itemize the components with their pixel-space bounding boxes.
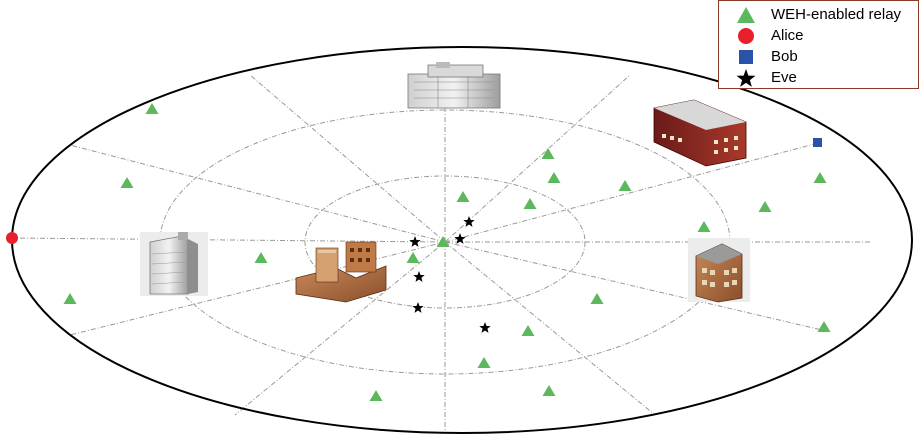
grid-spoke — [69, 241, 446, 336]
relay-group — [63, 103, 831, 401]
relay-node — [541, 148, 555, 159]
grid-spoke — [444, 241, 823, 331]
relay-node — [758, 201, 772, 212]
circle-icon — [738, 28, 754, 44]
eve-node — [413, 271, 425, 282]
relay-node — [477, 357, 491, 368]
relay-node — [523, 198, 537, 209]
alice-node — [6, 232, 18, 244]
relay-node — [120, 177, 134, 188]
building-icon — [295, 241, 387, 303]
grid-spoke — [234, 241, 446, 416]
relay-node — [547, 172, 561, 183]
relay-node — [406, 252, 420, 263]
grid-spoke — [444, 142, 819, 243]
legend-label: WEH-enabled relay — [771, 6, 902, 23]
building-icon — [653, 99, 747, 167]
relay-node — [817, 321, 831, 332]
eve-node — [409, 236, 421, 247]
relay-node — [369, 390, 383, 401]
relay-node — [590, 293, 604, 304]
relay-node — [697, 221, 711, 232]
legend-item-bob: Bob — [719, 47, 919, 67]
eve-node — [454, 233, 466, 244]
relay-node — [521, 325, 535, 336]
grid-spoke — [69, 144, 446, 243]
legend: WEH-enabled relay Alice Bob Eve — [718, 0, 919, 89]
grid-spoke — [11, 237, 446, 243]
bob-node — [813, 138, 822, 147]
square-icon — [739, 50, 753, 64]
building-icon — [140, 232, 208, 296]
legend-item-relay: WEH-enabled relay — [719, 5, 919, 25]
triangle-icon — [737, 7, 755, 23]
relay-node — [542, 385, 556, 396]
legend-item-alice: Alice — [719, 26, 919, 46]
relay-node — [456, 191, 470, 202]
relay-node — [618, 180, 632, 191]
legend-item-eve: Eve — [719, 68, 919, 88]
eve-node — [463, 216, 475, 227]
star-icon — [736, 69, 756, 87]
legend-label: Eve — [771, 69, 797, 86]
relay-node — [436, 236, 450, 247]
legend-label: Bob — [771, 48, 798, 65]
grid-spoke — [249, 74, 446, 243]
legend-label: Alice — [771, 27, 804, 44]
relay-node — [254, 252, 268, 263]
relay-node — [813, 172, 827, 183]
eve-node — [412, 302, 424, 313]
eve-group — [409, 216, 491, 333]
relay-node — [63, 293, 77, 304]
relay-node — [145, 103, 159, 114]
building-icon — [688, 238, 750, 303]
eve-node — [479, 322, 491, 333]
building-icon — [407, 62, 501, 109]
grid-spoke — [444, 74, 631, 243]
